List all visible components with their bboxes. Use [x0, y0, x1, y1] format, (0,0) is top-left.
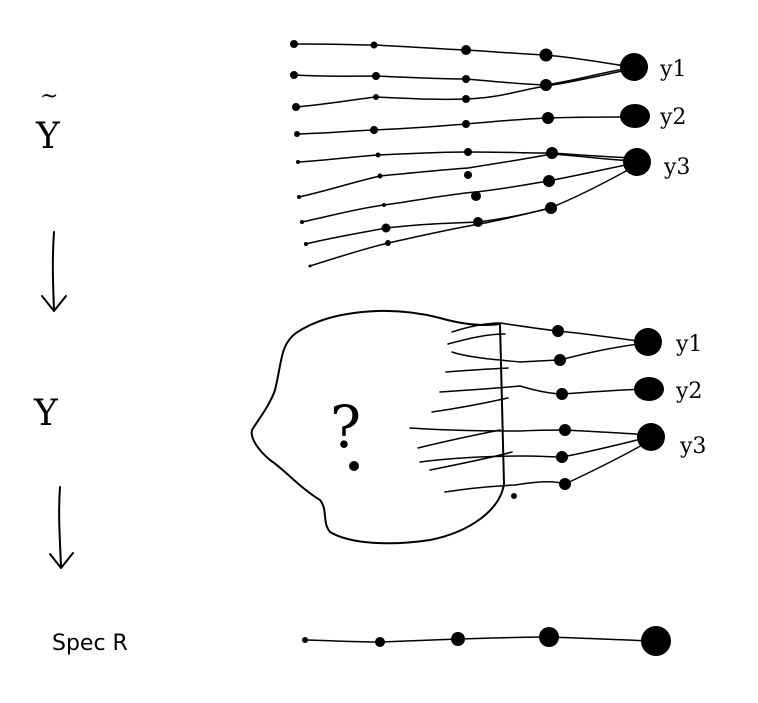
label-y3: y3: [679, 434, 706, 459]
node: [292, 103, 300, 111]
node: [290, 71, 298, 79]
node: [473, 217, 483, 227]
down-arrow-1: [41, 231, 67, 312]
y-symbol: Y: [33, 393, 59, 434]
node: [539, 48, 553, 62]
node: [300, 220, 304, 224]
unknown-blob: ?: [250, 309, 505, 545]
node: [464, 171, 472, 179]
node: [296, 160, 300, 164]
top-output-labels: y1 y2 y3: [659, 57, 690, 180]
node: [297, 195, 301, 199]
node: [556, 388, 568, 400]
node: [464, 148, 472, 156]
node: [559, 478, 571, 490]
node: [373, 94, 379, 100]
node: [554, 354, 566, 366]
node: [462, 120, 470, 128]
output-node-y1: [634, 328, 662, 356]
middle-paths: [409, 322, 652, 493]
node: [372, 72, 380, 80]
node: [511, 493, 517, 499]
spec-r-label: Spec R: [52, 631, 128, 656]
node: [370, 126, 378, 134]
node: [552, 325, 564, 337]
node: [556, 451, 568, 463]
label-y2: y2: [659, 105, 686, 130]
node: [543, 175, 555, 187]
middle-output-labels: y1 y2 y3: [675, 332, 706, 459]
node: [546, 147, 558, 159]
node: [308, 264, 312, 268]
output-node-y3: [637, 423, 665, 451]
tilde-accent: ~: [40, 84, 58, 109]
spec-r-chain: [302, 626, 671, 656]
output-node-y3: [623, 148, 651, 176]
label-y1: y1: [659, 57, 686, 82]
label-y3: y3: [663, 155, 690, 180]
node: [290, 40, 298, 48]
node: [451, 632, 465, 646]
node: [542, 112, 554, 124]
label-y1: y1: [675, 332, 702, 357]
node: [545, 202, 557, 214]
stage-label-y-tilde: ~ Y: [35, 84, 61, 157]
question-dot: [349, 461, 359, 471]
question-mark: ?: [330, 393, 361, 461]
node: [385, 240, 391, 246]
node: [462, 95, 470, 103]
node: [294, 131, 300, 137]
middle-nodes: [349, 325, 665, 499]
label-y2: y2: [675, 379, 702, 404]
output-node-y1: [620, 53, 648, 81]
node: [471, 191, 481, 201]
output-node-y2: [620, 104, 650, 128]
node: [461, 45, 471, 55]
node: [375, 637, 385, 647]
node: [382, 203, 386, 207]
y-tilde-symbol: Y: [35, 116, 61, 157]
node: [462, 75, 470, 83]
down-arrow-2: [49, 486, 74, 569]
node: [381, 223, 391, 233]
top-nodes: [290, 40, 651, 268]
node: [302, 637, 308, 643]
node: [370, 41, 378, 49]
node: [304, 242, 308, 246]
node: [377, 173, 383, 179]
node: [559, 424, 571, 436]
node: [375, 152, 381, 158]
output-node: [641, 626, 671, 656]
output-node-y2: [634, 377, 664, 401]
node: [539, 627, 559, 647]
node: [540, 79, 552, 91]
